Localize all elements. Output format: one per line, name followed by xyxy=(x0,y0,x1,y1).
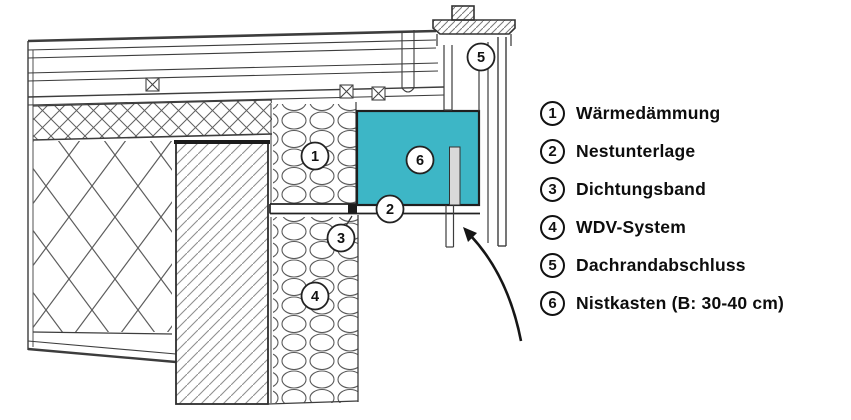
drain-pipe xyxy=(401,30,415,93)
legend-number-badge: 5 xyxy=(540,253,565,278)
legend-item-label: Dichtungsband xyxy=(576,179,706,199)
legend-item-label: Nistkasten (B: 30-40 cm) xyxy=(576,293,785,313)
roof-structure xyxy=(27,29,445,350)
legend-number-badge: 4 xyxy=(540,215,565,240)
legend-item-wdv-system: 4 WDV-System xyxy=(540,215,784,240)
legend-number-badge: 3 xyxy=(540,177,565,202)
callout-5: 5 xyxy=(466,42,496,72)
callout-4: 4 xyxy=(300,281,330,311)
interior-insulation xyxy=(27,141,177,364)
legend-item-label: WDV-System xyxy=(576,217,686,237)
svg-text:3: 3 xyxy=(337,231,345,247)
legend-item-nestunterlage: 2 Nestunterlage xyxy=(540,139,784,164)
legend-item-label: Nestunterlage xyxy=(576,141,696,161)
legend-item-dachrandabschluss: 5 Dachrandabschluss xyxy=(540,253,784,278)
parapet xyxy=(443,37,507,248)
legend-number-badge: 6 xyxy=(540,291,565,316)
legend-item-dichtungsband: 3 Dichtungsband xyxy=(540,177,784,202)
entrance-arrow xyxy=(463,227,523,342)
legend: 1 Wärmedämmung 2 Nestunterlage 3 Dichtun… xyxy=(540,101,784,316)
roof-edge-coping xyxy=(432,5,516,46)
svg-text:2: 2 xyxy=(386,202,394,218)
masonry-wall xyxy=(174,140,270,405)
callout-1: 1 xyxy=(300,141,330,171)
ceiling-insulation-band xyxy=(32,99,273,141)
legend-item-nistkasten: 6 Nistkasten (B: 30-40 cm) xyxy=(540,291,784,316)
legend-item-waermedaemmung: 1 Wärmedämmung xyxy=(540,101,784,126)
entrance-baffle xyxy=(449,146,461,206)
svg-text:5: 5 xyxy=(477,50,485,66)
callout-3: 3 xyxy=(326,223,356,253)
legend-item-label: Dachrandabschluss xyxy=(576,255,746,275)
construction-drawing: 1 2 3 4 5 6 xyxy=(27,5,523,405)
legend-item-label: Wärmedämmung xyxy=(576,103,721,123)
fixing-anchors xyxy=(145,77,386,101)
svg-text:4: 4 xyxy=(311,289,319,305)
legend-number-badge: 2 xyxy=(540,139,565,164)
svg-text:6: 6 xyxy=(416,153,424,169)
legend-number-badge: 1 xyxy=(540,101,565,126)
callout-6: 6 xyxy=(405,145,435,175)
callout-2: 2 xyxy=(375,194,405,224)
svg-text:1: 1 xyxy=(311,149,319,165)
